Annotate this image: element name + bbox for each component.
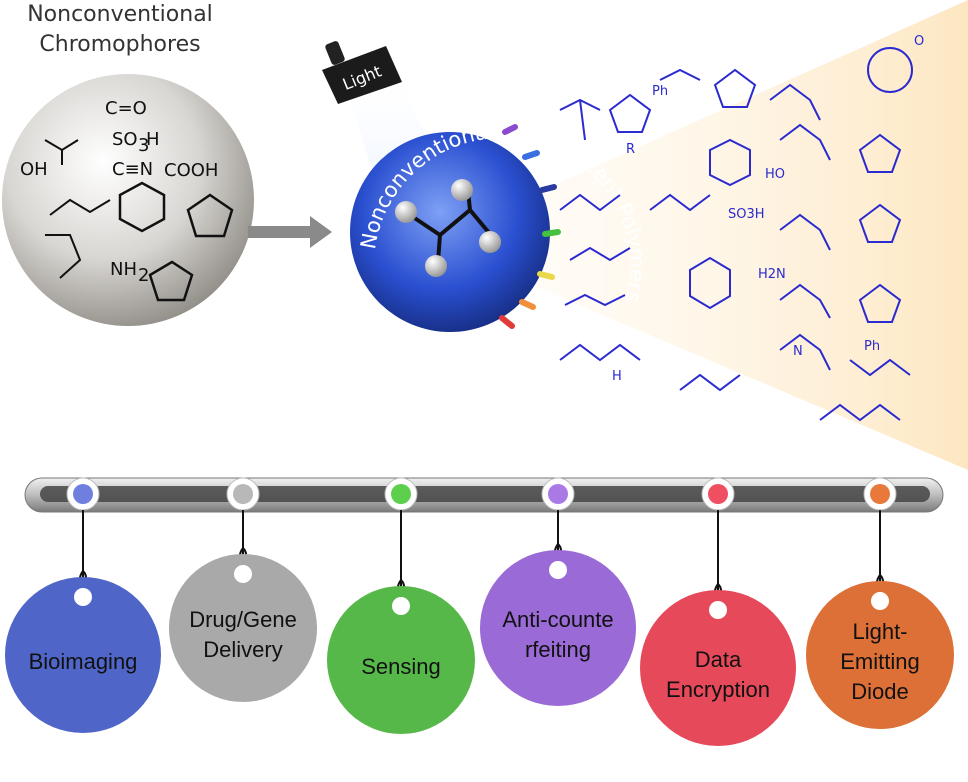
svg-text:H: H [146, 129, 160, 150]
application-2: Sensing [327, 477, 475, 734]
hanging-string [714, 510, 722, 601]
application-tag [169, 554, 317, 702]
svg-text:3: 3 [138, 135, 149, 156]
svg-text:N: N [793, 344, 803, 359]
application-label: Bioimaging [29, 649, 138, 674]
application-tag [5, 577, 161, 733]
timeline-dot [391, 484, 411, 504]
timeline-dot [870, 484, 890, 504]
application-3: Anti-counte rfeiting [480, 477, 636, 706]
application-0: Bioimaging [5, 477, 161, 733]
svg-text:R: R [626, 142, 635, 157]
svg-text:OH: OH [20, 159, 48, 180]
polymer-labels: Ph R SO3H HO H2N N O Ph H [612, 34, 924, 384]
lamp-icon: Light [322, 41, 402, 104]
timeline-dot [233, 484, 253, 504]
application-label: Light- [852, 619, 907, 644]
timeline-dot [548, 484, 568, 504]
label-line-1: Nonconventional [27, 2, 213, 27]
tag-hole [234, 565, 252, 583]
application-label: Drug/Gene [189, 607, 297, 632]
application-label: Encryption [666, 677, 770, 702]
application-label: Sensing [361, 654, 441, 679]
tag-hole [392, 597, 410, 615]
tag-hole [871, 592, 889, 610]
application-tag [480, 550, 636, 706]
application-label: Emitting [840, 649, 919, 674]
polymer-structures [559, 47, 913, 422]
application-tag [806, 581, 954, 729]
application-label: Anti-counte [502, 607, 613, 632]
chromophores-label: Nonconventional Chromophores [0, 0, 240, 60]
timeline-dot [73, 484, 93, 504]
application-label: Diode [851, 679, 908, 704]
hanging-string [876, 510, 884, 592]
timeline-dot [708, 484, 728, 504]
hanging-string [397, 510, 405, 597]
application-label: rfeiting [525, 637, 591, 662]
svg-text:Ph: Ph [864, 339, 880, 354]
svg-text:Ph: Ph [652, 84, 668, 99]
arrow [248, 216, 332, 248]
hanging-string [79, 510, 87, 588]
chromophore-sphere [2, 74, 254, 326]
svg-text:H: H [612, 369, 622, 384]
emission-dashes [499, 124, 561, 329]
emission-beam [520, 0, 968, 470]
polymer-network [395, 179, 501, 277]
application-label: Delivery [203, 637, 282, 662]
svg-text:2: 2 [138, 265, 149, 286]
application-tag [327, 586, 475, 734]
svg-text:HO: HO [765, 167, 785, 182]
svg-text:SO3H: SO3H [728, 207, 765, 222]
svg-text:O: O [914, 34, 924, 49]
label-line-2: Chromophores [39, 32, 201, 57]
svg-text:COOH: COOH [164, 160, 218, 181]
tag-hole [709, 601, 727, 619]
application-label: Data [695, 647, 742, 672]
tag-hole [549, 561, 567, 579]
svg-text:SO: SO [112, 129, 138, 150]
svg-text:NH: NH [110, 259, 137, 280]
svg-text:C≡N: C≡N [112, 159, 153, 180]
svg-text:H2N: H2N [758, 267, 786, 282]
application-tag [640, 590, 796, 746]
luminescent-polymer-sphere [350, 132, 550, 332]
tag-hole [74, 588, 92, 606]
svg-text:C=O: C=O [105, 98, 147, 119]
